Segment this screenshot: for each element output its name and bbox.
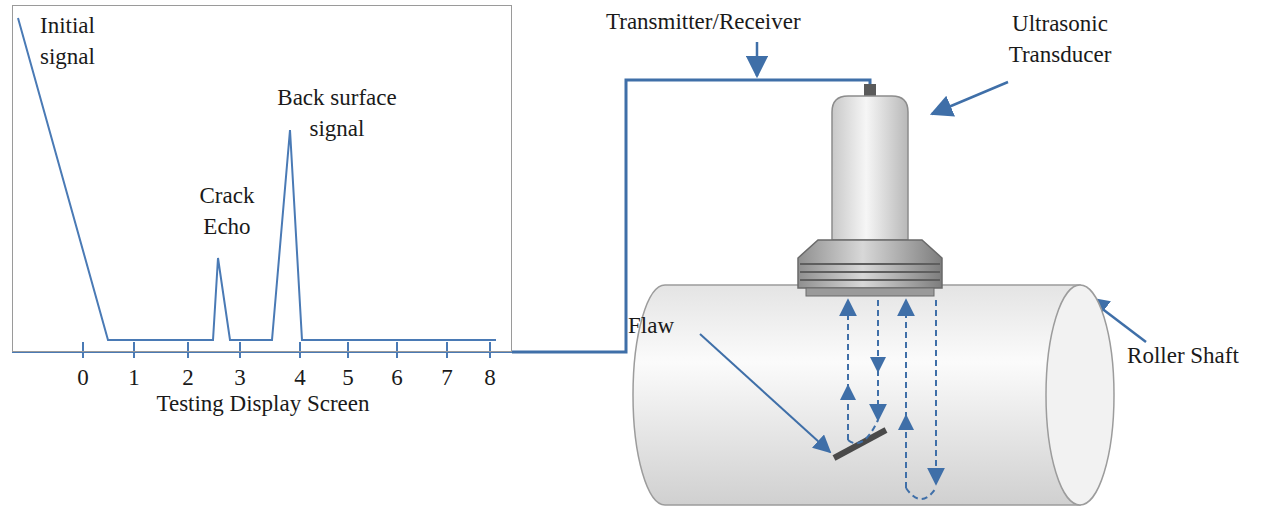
flaw-leader [700,334,830,452]
axis-number: 2 [176,362,200,393]
axis-number: 4 [288,362,312,393]
flaw [834,430,886,458]
axis [12,342,512,358]
axis-number: 7 [435,362,459,393]
axis-number: 8 [478,362,502,393]
part-label: Flaw [628,310,698,341]
axis-number: 6 [385,362,409,393]
beam-path [848,300,936,499]
ultrasonic-transducer [798,84,942,296]
leader-arrow [932,82,1008,114]
axis-number: 0 [71,362,95,393]
roller-shaft [633,285,1114,505]
part-label: Transmitter/Receiver [606,6,866,37]
axis-number: 3 [228,362,252,393]
axis-number: 1 [122,362,146,393]
signal-label: Crack Echo [182,180,272,242]
signal-label: Back surface signal [262,82,412,144]
leader-arrow [756,42,759,76]
axis-number: 5 [336,362,360,393]
part-label: Roller Shaft [1098,340,1268,371]
signal-label: Initial signal [40,10,130,72]
screen-caption: Testing Display Screen [13,388,513,419]
part-label: Ultrasonic Transducer [975,8,1145,70]
